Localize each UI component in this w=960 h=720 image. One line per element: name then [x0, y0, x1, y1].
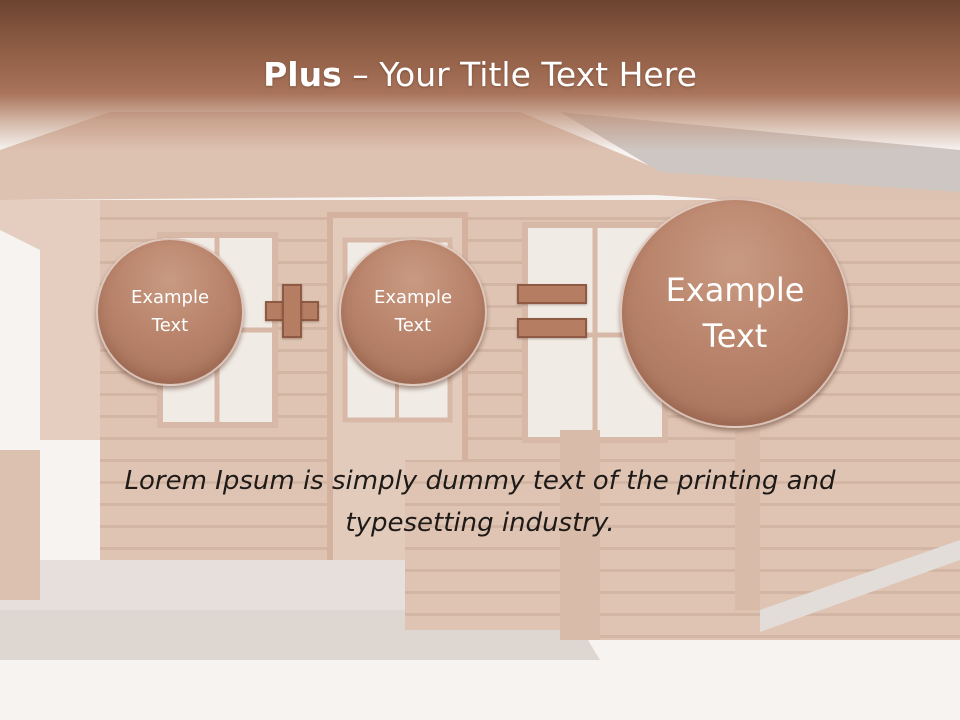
operand-2-text: Example Text	[373, 287, 453, 336]
result-circle[interactable]: Example Text	[620, 198, 850, 428]
equals-icon-top-bar	[517, 284, 587, 304]
operand-2-circle[interactable]: Example Text	[339, 238, 487, 386]
operand-1-circle[interactable]: Example Text	[96, 238, 244, 386]
result-text: Example Text	[665, 271, 805, 355]
body-text[interactable]: Lorem Ipsum is simply dummy text of the …	[124, 466, 836, 538]
title-banner	[0, 0, 960, 150]
plus-icon-vertical-bar	[282, 284, 302, 338]
equals-icon-bottom-bar	[517, 318, 587, 338]
title-rest: – Your Title Text Here	[341, 55, 697, 94]
title-strong: Plus	[263, 55, 342, 94]
plus-icon[interactable]	[265, 284, 319, 338]
slide-title[interactable]: Plus – Your Title Text Here	[0, 52, 960, 98]
equals-icon[interactable]	[517, 284, 587, 340]
operand-1-text: Example Text	[130, 287, 210, 336]
